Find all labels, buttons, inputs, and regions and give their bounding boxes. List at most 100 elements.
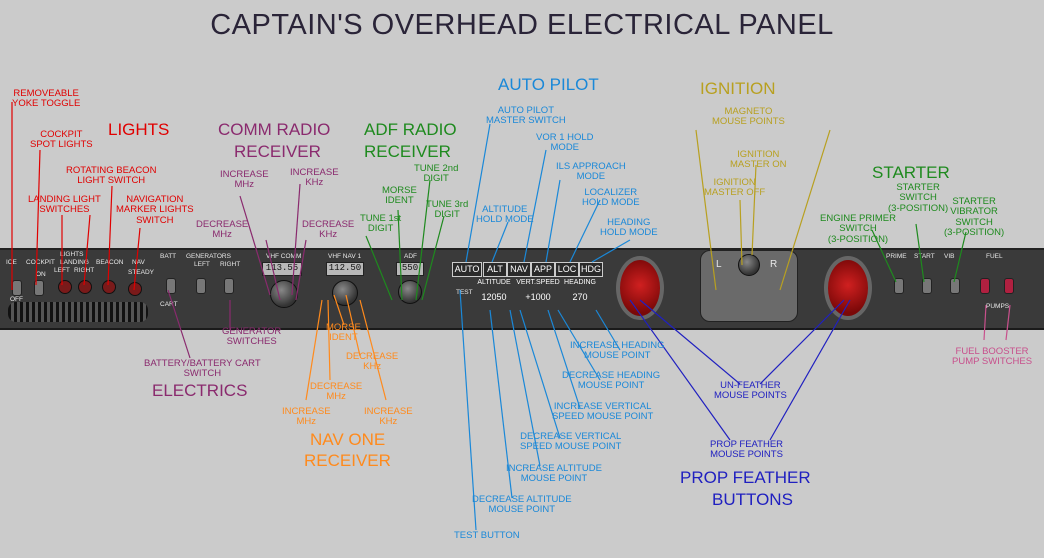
prop-feather-right-button[interactable] xyxy=(824,256,872,320)
primer-switch[interactable] xyxy=(894,278,904,294)
fuel-pump-right-switch[interactable] xyxy=(1004,278,1014,294)
starter-leaders xyxy=(871,223,967,283)
section-comm-line1: COMM RADIO xyxy=(218,120,331,139)
ap-heading-label: HEADING xyxy=(564,279,596,286)
ap-heading-value: 270 xyxy=(572,292,588,302)
generator-left-switch[interactable] xyxy=(196,278,206,294)
panel-vib-label: VIB xyxy=(944,253,955,260)
panel-pumps-label: PUMPS xyxy=(986,303,1010,310)
panel-generators-label: GENERATORS xyxy=(186,253,231,260)
section-adf-line2: RECEIVER xyxy=(364,142,451,161)
ap-button-loc[interactable]: LOC xyxy=(555,262,579,277)
yoke-toggle[interactable] xyxy=(8,302,148,322)
ap-button-auto[interactable]: AUTO xyxy=(452,262,482,277)
landing-light-right-switch[interactable] xyxy=(78,280,92,294)
fuel-leaders xyxy=(983,304,1011,341)
fuel-pump-left-switch[interactable] xyxy=(980,278,990,294)
page-title: CAPTAIN'S OVERHEAD ELECTRICAL PANEL xyxy=(210,9,834,41)
section-electrics: ELECTRICS xyxy=(152,381,248,400)
adf-frequency-display: 550 xyxy=(396,262,424,276)
beacon-switch[interactable] xyxy=(102,280,116,294)
section-comm-line2: RECEIVER xyxy=(234,142,321,161)
panel-adf-label: ADF xyxy=(404,253,417,260)
ignition-leaders xyxy=(695,129,831,291)
ap-test-label: TEST xyxy=(456,289,473,296)
callout-test-button: TEST BUTTON xyxy=(454,530,520,541)
panel-cart-label: CART xyxy=(160,301,178,308)
panel-col-nav: NAV xyxy=(132,259,145,266)
panel-start-label: START xyxy=(914,253,935,260)
panel-gen-right: RIGHT xyxy=(220,261,241,268)
ignition-right-label: R xyxy=(770,259,778,270)
ignition-master-key[interactable] xyxy=(738,254,760,276)
starter-switch[interactable] xyxy=(922,278,932,294)
overhead-panel: LIGHTS ICE COCKPIT LANDING BEACON NAV LE… xyxy=(0,248,1044,330)
section-lights: LIGHTS xyxy=(108,120,170,139)
nav-frequency-display: 112.50 xyxy=(326,262,364,276)
panel-steady-label: STEADY xyxy=(128,269,155,276)
panel-col-landing: LANDING xyxy=(60,259,89,266)
panel-landing-right: RIGHT xyxy=(74,267,95,274)
ap-vertspeed-value: +1000 xyxy=(525,292,551,302)
section-autopilot: AUTO PILOT xyxy=(498,75,599,94)
ap-button-alt[interactable]: ALT xyxy=(483,262,507,277)
panel-gen-left: LEFT xyxy=(194,261,210,268)
generator-right-switch[interactable] xyxy=(224,278,234,294)
section-prop-line2: BUTTONS xyxy=(712,490,793,509)
ap-button-app[interactable]: APP xyxy=(531,262,555,277)
section-nav-line1: NAV ONE xyxy=(310,430,386,449)
battery-switch[interactable] xyxy=(166,278,176,294)
panel-fuel-label: FUEL xyxy=(986,253,1003,260)
ignition-left-label: L xyxy=(716,259,722,270)
prop-feather-left-button[interactable] xyxy=(616,256,664,320)
ap-altitude-value: 12050 xyxy=(481,292,507,302)
ap-vertspeed-label: VERT.SPEED xyxy=(516,279,560,286)
ap-button-nav[interactable]: NAV xyxy=(507,262,531,277)
comm-leaders xyxy=(167,183,307,359)
ap-button-hdg[interactable]: HDG xyxy=(579,262,603,277)
panel-prime-label: PRIME xyxy=(886,253,907,260)
panel-vhf-comm-label: VHF COMM xyxy=(266,253,302,260)
ap-altitude-label: ALTITUDE xyxy=(477,279,511,286)
panel-vhf-nav-label: VHF NAV 1 xyxy=(328,253,362,260)
panel-batt-label: BATT xyxy=(160,253,177,260)
autopilot-leaders xyxy=(459,123,631,531)
cockpit-spot-switch[interactable] xyxy=(34,280,44,296)
panel-col-cockpit: COCKPIT xyxy=(26,259,55,266)
panel-lights-header: LIGHTS xyxy=(60,251,84,258)
